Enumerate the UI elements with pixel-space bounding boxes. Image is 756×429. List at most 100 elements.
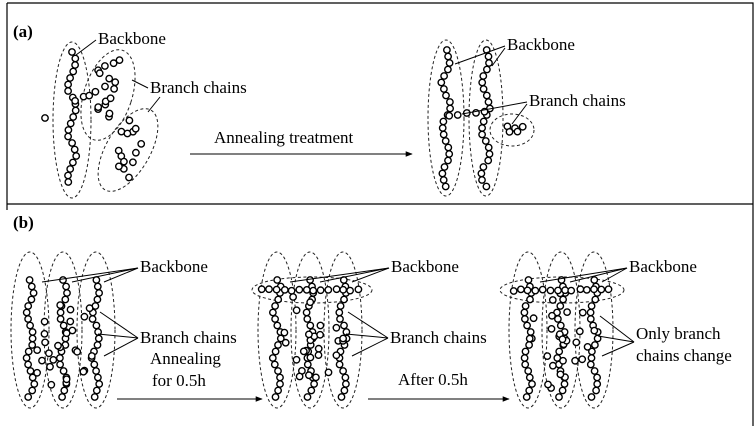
monomer-dot [96, 290, 102, 296]
monomer-dot [60, 368, 66, 374]
monomer-dot [544, 353, 550, 359]
monomer-dot [93, 322, 99, 328]
monomer-dot [518, 286, 524, 292]
pointer-line [455, 46, 505, 64]
monomer-dot [67, 318, 73, 324]
monomer-dot [63, 283, 69, 289]
monomer-dot [48, 382, 54, 388]
monomer-dot [441, 131, 447, 137]
monomer-dot [524, 287, 530, 293]
monomer-dot [530, 315, 536, 321]
monomer-dot [455, 112, 461, 118]
monomer-dot [91, 361, 97, 367]
monomer-dot [316, 346, 322, 352]
monomer-dot [72, 98, 78, 104]
monomer-dot [67, 75, 73, 81]
monomer-dot [275, 342, 281, 348]
monomer-dot [80, 369, 86, 375]
monomer-dot [528, 329, 534, 335]
monomer-dot [67, 166, 73, 172]
label-backbone: Backbone [629, 257, 697, 276]
monomer-dot [275, 296, 281, 302]
monomer-dot [443, 138, 449, 144]
monomer-dot [485, 157, 491, 163]
monomer-dot [288, 288, 294, 294]
pointer-line [352, 268, 389, 282]
label-branch-chains: Branch chains [140, 328, 237, 347]
monomer-dot [527, 374, 533, 380]
monomer-dot [274, 277, 280, 283]
monomer-dot [25, 394, 31, 400]
monomer-dot [303, 309, 309, 315]
monomer-dot [592, 296, 598, 302]
monomer-dot [26, 348, 32, 354]
monomer-dot [70, 114, 76, 120]
monomer-dot [593, 387, 599, 393]
monomer-dot [333, 325, 339, 331]
monomer-dot [558, 322, 564, 328]
pointer-line [600, 316, 634, 342]
monomer-dot [549, 313, 555, 319]
monomer-dot [439, 170, 445, 176]
monomer-dot [61, 387, 67, 393]
monomer-dot [440, 118, 446, 124]
monomer-dot [97, 70, 103, 76]
monomer-dot [95, 283, 101, 289]
pointer-line [352, 338, 388, 356]
monomer-dot [124, 130, 130, 136]
monomer-dot [580, 309, 586, 315]
monomer-dot [86, 92, 92, 98]
pointer-line [72, 268, 138, 282]
monomer-dot [445, 157, 451, 163]
monomer-dot [63, 376, 69, 382]
monomer-dot [282, 287, 288, 293]
monomer-dot [277, 381, 283, 387]
monomer-dot [545, 381, 551, 387]
arrow-1-line-2: for 0.5h [152, 371, 206, 390]
monomer-dot [29, 329, 35, 335]
monomer-dot [514, 128, 520, 134]
monomer-dot [31, 381, 37, 387]
monomer-dot [65, 133, 71, 139]
label-backbone: Backbone [507, 35, 575, 54]
monomer-dot [341, 296, 347, 302]
monomer-dot [480, 86, 486, 92]
label-branch-chains: Branch chains [150, 78, 247, 97]
monomer-dot [41, 318, 47, 324]
monomer-dot [443, 183, 449, 189]
monomer-dot [39, 357, 45, 363]
monomer-dot [527, 296, 533, 302]
monomer-dot [524, 394, 530, 400]
monomer-dot [72, 146, 78, 152]
monomer-dot [296, 287, 302, 293]
monomer-dot [25, 303, 31, 309]
monomer-dot [96, 335, 102, 341]
monomer-dot [522, 303, 528, 309]
monomer-dot [274, 322, 280, 328]
monomer-dot [481, 118, 487, 124]
monomer-dot [526, 387, 532, 393]
monomer-dot [93, 368, 99, 374]
monomer-dot [341, 387, 347, 393]
monomer-dot [60, 277, 66, 283]
monomer-dot [28, 296, 34, 302]
pointer-line [290, 268, 389, 282]
monomer-dot [306, 331, 312, 337]
monomer-dot [588, 316, 594, 322]
pointer-line [492, 48, 505, 66]
monomer-dot [315, 352, 321, 358]
monomer-dot [73, 107, 79, 113]
monomer-dot [587, 309, 593, 315]
monomer-dot [293, 357, 299, 363]
monomer-dot [446, 60, 452, 66]
monomer-dot [325, 369, 331, 375]
monomer-dot [486, 144, 492, 150]
monomer-dot [29, 283, 35, 289]
monomer-dot [445, 144, 451, 150]
monomer-dot [521, 355, 527, 361]
monomer-dot [511, 288, 517, 294]
monomer-dot [307, 322, 313, 328]
monomer-dot [484, 92, 490, 98]
monomer-dot [102, 63, 108, 69]
